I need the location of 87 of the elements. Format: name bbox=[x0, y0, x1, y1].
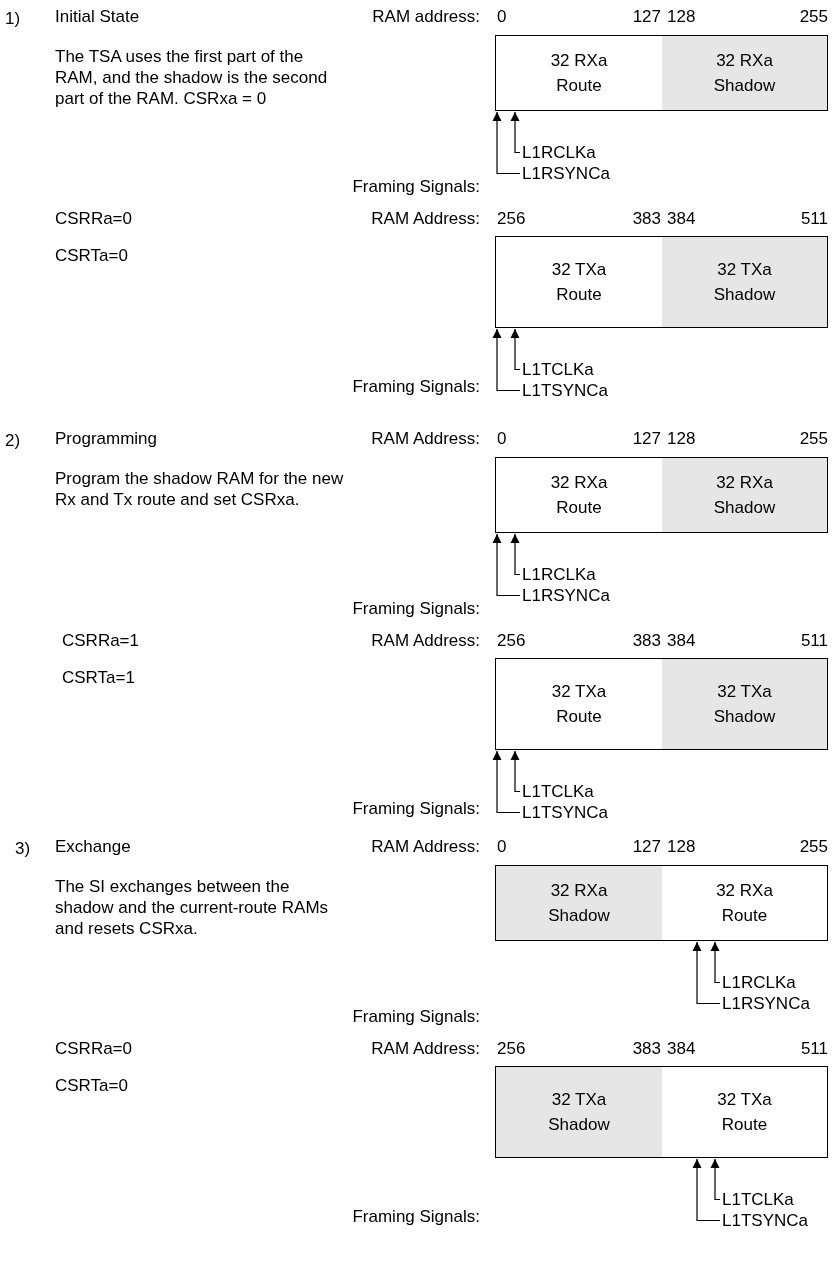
address-value: 383 bbox=[632, 1038, 661, 1059]
memory-block: 32 TXa Route bbox=[662, 1066, 828, 1158]
leader-line bbox=[492, 328, 521, 392]
address-value: 383 bbox=[632, 208, 661, 229]
address-value: 0 bbox=[497, 836, 507, 857]
address-value: 0 bbox=[497, 428, 507, 449]
signal-label: L1TSYNCa bbox=[522, 802, 608, 823]
memory-block: 32 TXa Shadow bbox=[495, 1066, 663, 1158]
signal-label: L1TCLKa bbox=[522, 359, 594, 380]
address-value: 256 bbox=[497, 630, 526, 651]
memory-block: 32 RXa Route bbox=[495, 35, 663, 111]
address-value: 511 bbox=[800, 208, 828, 229]
address-value: 511 bbox=[800, 630, 828, 651]
step-description: The TSA uses the first part of the RAM, and the shadow is the second part of the RAM. CSRxa = 0 bbox=[55, 46, 329, 109]
framing-caption: Framing Signals: bbox=[352, 376, 480, 397]
address-value: 128 bbox=[667, 836, 696, 857]
register-value: CSRTa=0 bbox=[55, 1075, 128, 1096]
address-value: 127 bbox=[632, 836, 661, 857]
address-caption: RAM Address: bbox=[371, 208, 480, 229]
address-value: 255 bbox=[799, 836, 828, 857]
memory-block: 32 RXa Shadow bbox=[495, 865, 663, 941]
signal-label: L1RCLKa bbox=[722, 972, 796, 993]
step-description: The SI exchanges between the shadow and the current-route RAMs and resets CSRxa. bbox=[55, 876, 330, 939]
address-value: 128 bbox=[667, 428, 696, 449]
leader-line bbox=[492, 533, 521, 597]
address-value: 127 bbox=[632, 428, 661, 449]
signal-label: L1TCLKa bbox=[722, 1189, 794, 1210]
framing-caption: Framing Signals: bbox=[352, 1006, 480, 1027]
register-value: CSRRa=1 bbox=[62, 630, 139, 651]
memory-block: 32 RXa Route bbox=[662, 865, 828, 941]
signal-label: L1RSYNCa bbox=[722, 993, 810, 1014]
address-value: 256 bbox=[497, 1038, 526, 1059]
signal-label: L1RSYNCa bbox=[522, 585, 610, 606]
address-value: 0 bbox=[497, 6, 507, 27]
leader-line bbox=[510, 111, 521, 154]
memory-block: 32 TXa Shadow bbox=[662, 658, 828, 750]
memory-block: 32 RXa Shadow bbox=[662, 457, 828, 533]
step-number: 2) bbox=[5, 430, 21, 451]
signal-label: L1TSYNCa bbox=[522, 380, 608, 401]
step-description: Program the shadow RAM for the new Rx and Tx route and set CSRxa. bbox=[55, 468, 345, 510]
leader-line bbox=[692, 941, 721, 1005]
register-value: CSRRa=0 bbox=[55, 208, 132, 229]
address-caption: RAM Address: bbox=[371, 1038, 480, 1059]
leader-line bbox=[510, 328, 521, 371]
register-value: CSRTa=1 bbox=[62, 667, 135, 688]
step-title: Programming bbox=[55, 428, 158, 449]
leader-line bbox=[510, 750, 521, 793]
address-value: 255 bbox=[799, 428, 828, 449]
signal-label: L1RCLKa bbox=[522, 564, 596, 585]
address-caption: RAM Address: bbox=[371, 630, 480, 651]
leader-line bbox=[510, 533, 521, 576]
address-value: 256 bbox=[497, 208, 526, 229]
address-caption: RAM Address: bbox=[371, 428, 480, 449]
register-value: CSRRa=0 bbox=[55, 1038, 132, 1059]
leader-line bbox=[492, 111, 521, 175]
address-value: 128 bbox=[667, 6, 696, 27]
register-value: CSRTa=0 bbox=[55, 245, 128, 266]
framing-caption: Framing Signals: bbox=[352, 598, 480, 619]
address-value: 384 bbox=[667, 1038, 696, 1059]
address-value: 255 bbox=[799, 6, 828, 27]
framing-caption: Framing Signals: bbox=[352, 1206, 480, 1227]
leader-line bbox=[710, 941, 721, 984]
framing-caption: Framing Signals: bbox=[352, 176, 480, 197]
signal-label: L1RCLKa bbox=[522, 142, 596, 163]
framing-caption: Framing Signals: bbox=[352, 798, 480, 819]
address-value: 384 bbox=[667, 630, 696, 651]
address-value: 383 bbox=[632, 630, 661, 651]
memory-block: 32 TXa Route bbox=[495, 658, 663, 750]
memory-block: 32 RXa Route bbox=[495, 457, 663, 533]
leader-line bbox=[492, 750, 521, 814]
address-caption: RAM Address: bbox=[371, 836, 480, 857]
address-value: 127 bbox=[632, 6, 661, 27]
memory-block: 32 TXa Shadow bbox=[662, 236, 828, 328]
leader-line bbox=[710, 1158, 721, 1201]
memory-block: 32 RXa Shadow bbox=[662, 35, 828, 111]
address-value: 384 bbox=[667, 208, 696, 229]
address-value: 511 bbox=[800, 1038, 828, 1059]
step-title: Initial State bbox=[55, 6, 140, 27]
step-number: 1) bbox=[5, 8, 21, 29]
leader-line bbox=[692, 1158, 721, 1222]
signal-label: L1TCLKa bbox=[522, 781, 594, 802]
signal-label: L1RSYNCa bbox=[522, 163, 610, 184]
step-number: 3) bbox=[15, 838, 31, 859]
address-caption: RAM address: bbox=[372, 6, 480, 27]
signal-label: L1TSYNCa bbox=[722, 1210, 808, 1231]
step-title: Exchange bbox=[55, 836, 131, 857]
memory-block: 32 TXa Route bbox=[495, 236, 663, 328]
